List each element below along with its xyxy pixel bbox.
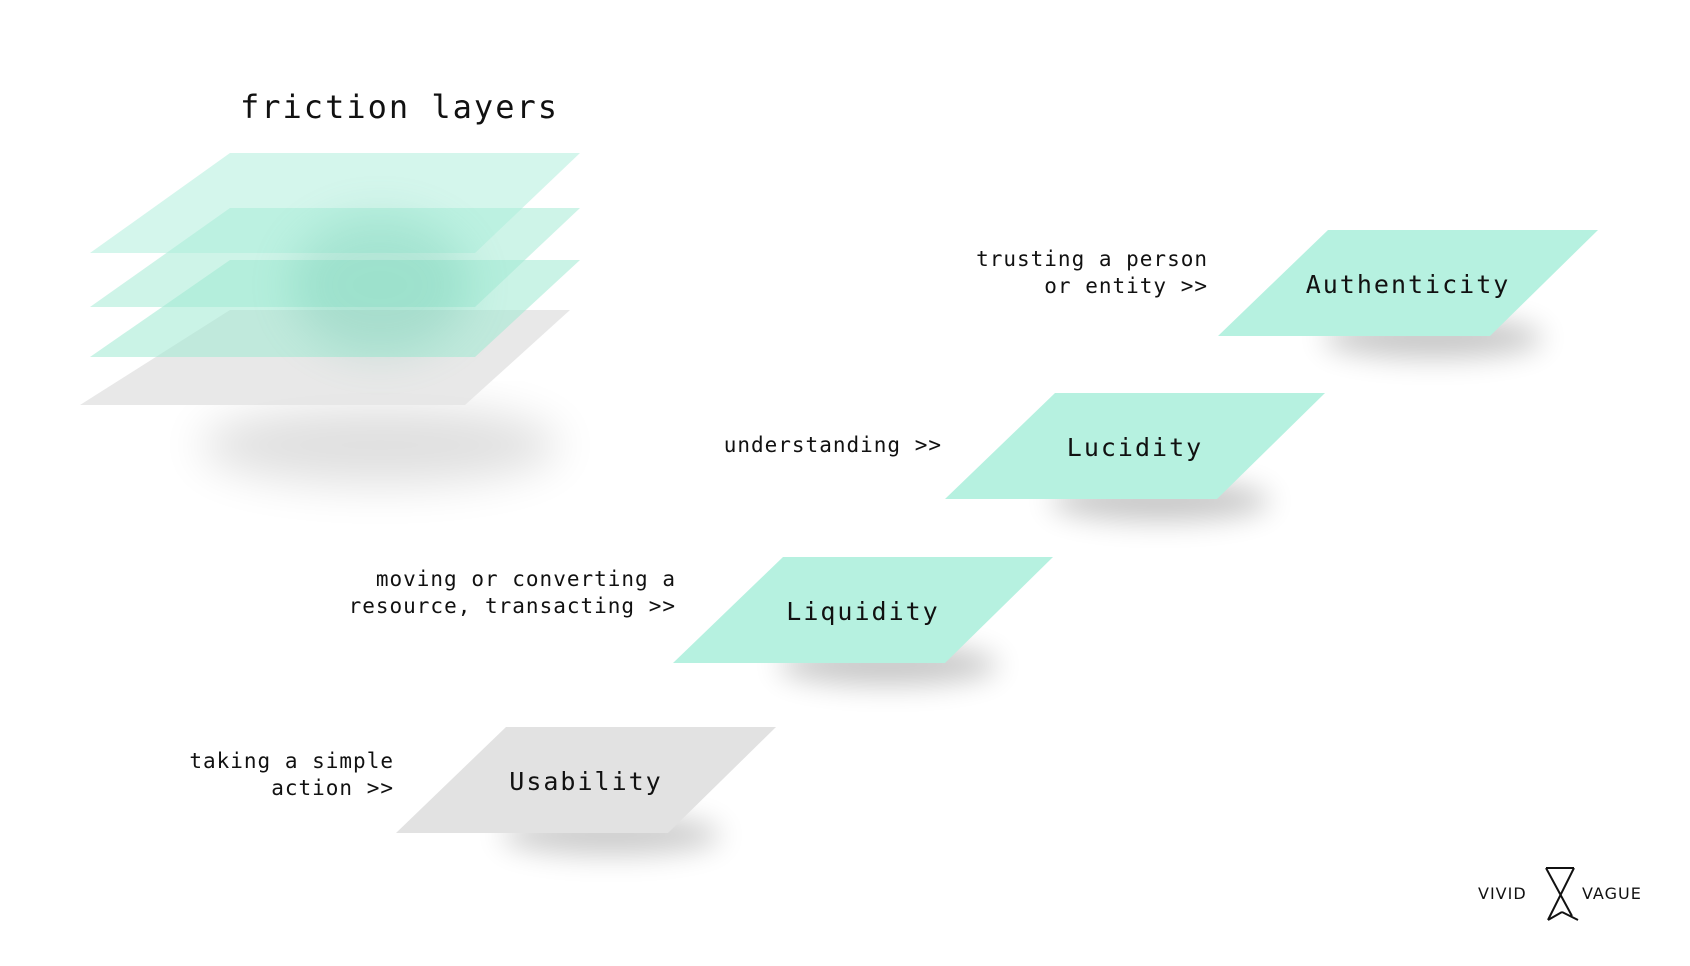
- layer-step-authenticity: Authenticity: [1218, 230, 1598, 370]
- description-line: resource, transacting >>: [348, 594, 676, 618]
- layer-step-liquidity: Liquidity: [673, 557, 1053, 697]
- layer-step-usability: Usability: [396, 727, 776, 867]
- liquidity-parallelogram: [673, 557, 1053, 685]
- vivid-vague-logo: VIVID VAGUE: [1478, 866, 1641, 922]
- hourglass-x-icon: [1545, 867, 1579, 921]
- layer-label-authenticity: Authenticity: [1305, 270, 1511, 299]
- logo-word-vague: VAGUE: [1582, 884, 1642, 903]
- layer-description-lucidity: understanding >>: [640, 432, 942, 459]
- layer-description-authenticity: trusting a person or entity >>: [880, 246, 1208, 300]
- layer-label-lucidity: Lucidity: [1066, 433, 1204, 462]
- stack-illustration: [80, 153, 580, 485]
- layer-step-lucidity: Lucidity: [945, 393, 1325, 533]
- layer-description-usability: taking a simple action >>: [150, 748, 394, 802]
- stack-layer-authenticity: [90, 153, 580, 253]
- description-line: moving or converting a: [375, 567, 676, 591]
- friction-layers-stack: [80, 145, 600, 505]
- layer-description-liquidity: moving or converting a resource, transac…: [300, 566, 676, 620]
- layer-label-liquidity: Liquidity: [786, 597, 940, 626]
- layer-label-usability: Usability: [509, 767, 663, 796]
- diagram-title: friction layers: [240, 88, 559, 126]
- lucidity-parallelogram: [945, 393, 1325, 521]
- authenticity-parallelogram: [1218, 230, 1598, 358]
- description-line: action >>: [271, 776, 394, 800]
- logo-word-vivid: VIVID: [1478, 884, 1527, 903]
- usability-parallelogram: [396, 727, 776, 855]
- description-line: taking a simple: [189, 749, 394, 773]
- description-line: understanding >>: [723, 433, 942, 457]
- description-line: or entity >>: [1044, 274, 1208, 298]
- description-line: trusting a person: [976, 247, 1208, 271]
